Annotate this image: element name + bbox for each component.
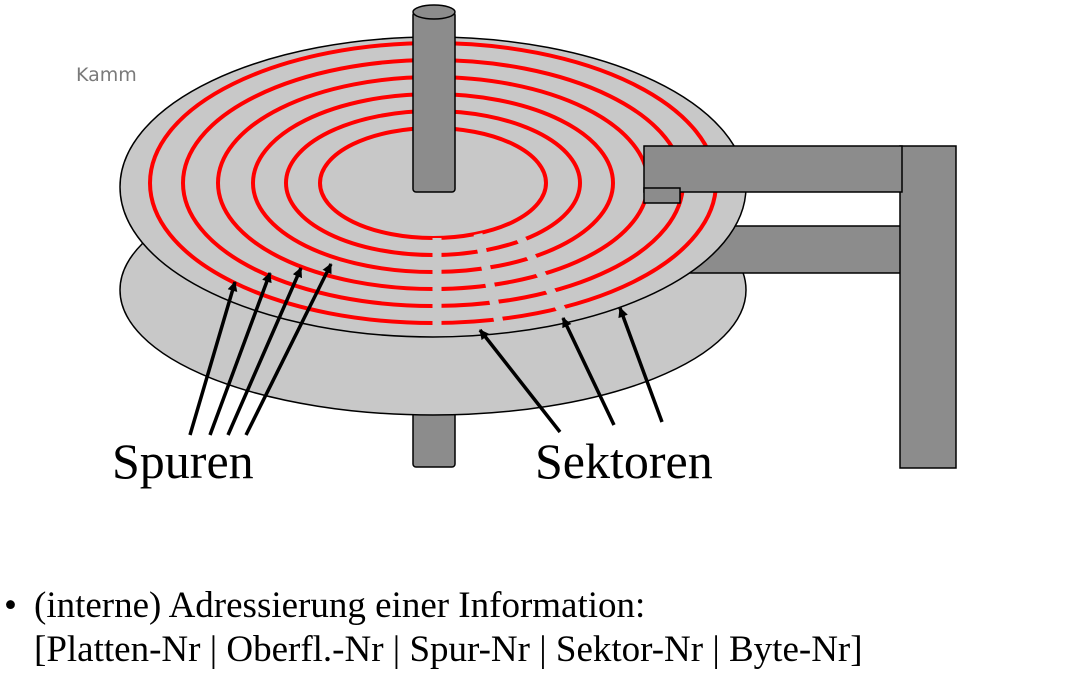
spuren-arrows <box>188 263 333 436</box>
arm-vertical <box>899 145 957 469</box>
sektoren-arrows <box>478 307 664 434</box>
sector-gap-2 <box>473 232 505 329</box>
arrow-spur-3 <box>226 267 303 436</box>
label-spuren: Spuren <box>112 433 254 489</box>
bullet-marker: • <box>4 585 17 626</box>
caption-line-1: (interne) Adressierung einer Information… <box>34 585 646 626</box>
hard-disk-diagram: Kamm Spuren Sektoren <box>76 4 957 489</box>
arrow-sektor-3 <box>618 307 664 423</box>
caption-line-2: [Platten-Nr | Oberfl.-Nr | Spur-Nr | Sek… <box>34 629 863 670</box>
head-upper <box>643 187 681 204</box>
label-kamm: Kamm <box>76 64 137 86</box>
spindle-top <box>412 4 456 20</box>
arrow-spur-2 <box>208 272 272 436</box>
arrow-sektor-2 <box>561 317 616 426</box>
sector-gap-3 <box>511 225 571 323</box>
arm-upper <box>643 145 903 193</box>
arrow-spur-1 <box>188 281 238 436</box>
arrow-spur-4 <box>244 263 333 436</box>
label-sektoren: Sektoren <box>535 433 713 489</box>
sector-gaps <box>432 225 571 330</box>
spindle-upper <box>412 11 456 193</box>
arrow-sektor-1 <box>478 328 562 434</box>
